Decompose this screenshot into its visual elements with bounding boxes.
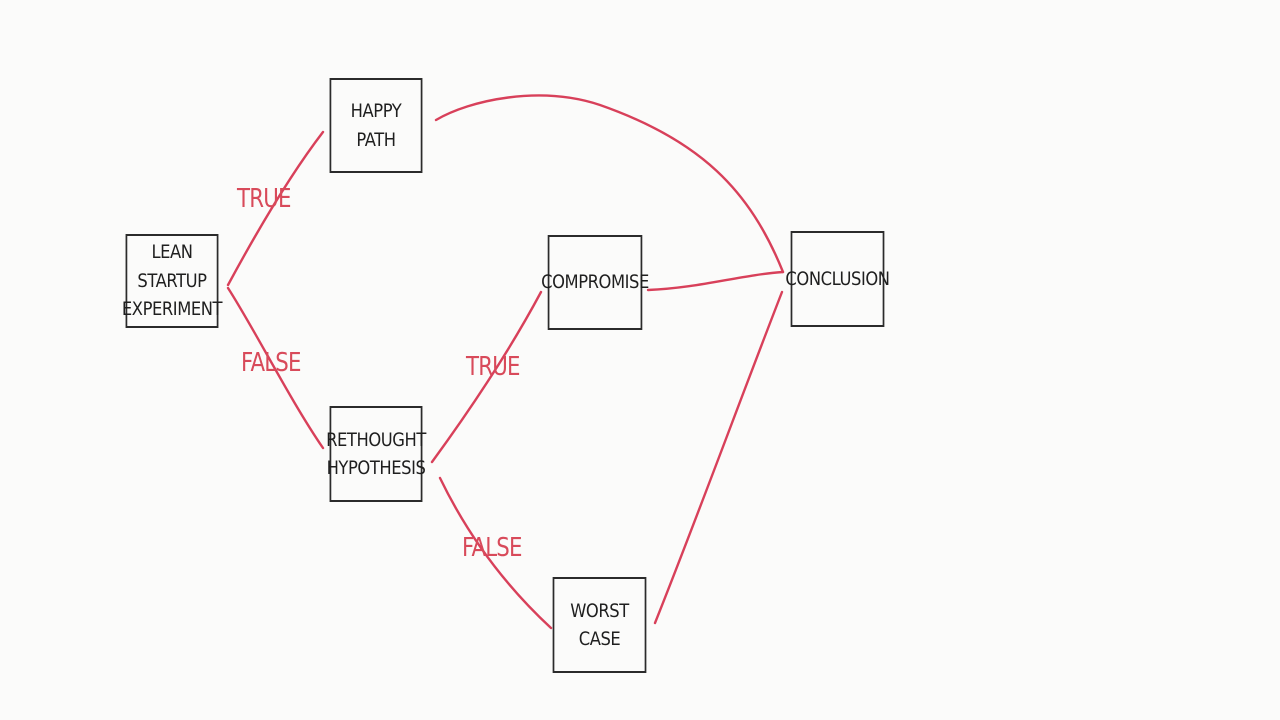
edge-label-rethought-true: TRUE [466,352,520,382]
node-happy-path-label: HAPPY PATH [350,100,402,151]
node-lean-startup-experiment-label: LEAN STARTUP EXPERIMENT [121,241,223,321]
node-compromise-label: COMPROMISE [541,271,649,294]
node-worst-case: WORST CASE [552,577,647,673]
edge-compromise-conclusion [646,270,785,292]
edge-label-rethought-false: FALSE [462,533,522,563]
node-lean-startup-experiment: LEAN STARTUP EXPERIMENT [122,234,223,328]
edge-worst-case-conclusion [653,290,784,625]
node-conclusion: CONCLUSION [785,231,890,327]
edge-label-experiment-true: TRUE [237,184,291,214]
edge-label-experiment-false: FALSE [241,348,301,378]
node-worst-case-label: WORST CASE [570,599,629,651]
edge-happy-path-conclusion [434,94,785,274]
node-compromise: COMPROMISE [541,235,649,330]
node-conclusion-label: CONCLUSION [785,267,890,290]
edge-experiment-rethought [226,286,325,450]
node-rethought-hypothesis: RETHOUGHT HYPOTHESIS [326,406,426,502]
edge-experiment-happy-path [226,130,325,287]
node-rethought-hypothesis-label: RETHOUGHT HYPOTHESIS [326,428,426,480]
edge-rethought-worst-case [438,476,553,630]
edge-rethought-compromise [430,290,543,464]
node-happy-path: HAPPY PATH [329,78,423,173]
